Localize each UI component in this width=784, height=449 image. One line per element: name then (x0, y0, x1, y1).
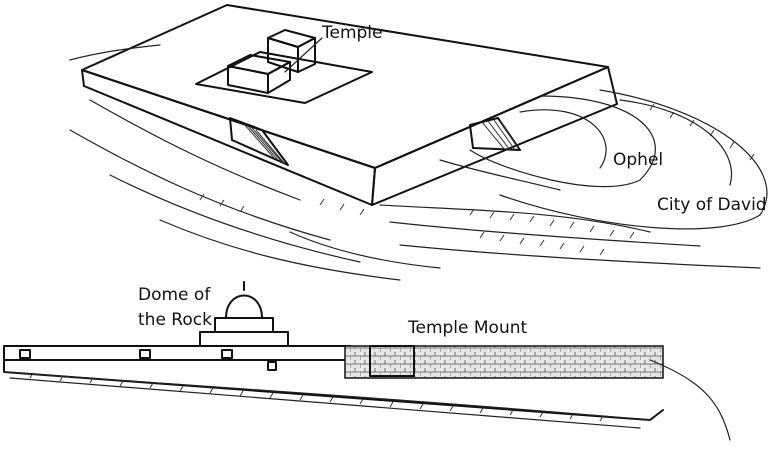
left-stairway (229, 117, 289, 166)
right-stairway (469, 117, 521, 151)
hill-contours (69, 44, 768, 281)
stone-wall (344, 345, 664, 379)
temple-mount-section (3, 345, 731, 441)
temple-mount-label: Temple Mount (407, 318, 528, 338)
platform-right-wall (371, 66, 618, 206)
temple-court (195, 51, 373, 104)
ophel-label: Ophel (613, 150, 663, 170)
temple-building (227, 29, 316, 94)
city-of-david-label: City of David (657, 195, 767, 215)
temple-label: Temple (321, 23, 383, 43)
dome-label-line2: the Rock (138, 310, 212, 330)
temple-leader-line (284, 37, 323, 73)
dome-label-line1: Dome of (138, 285, 211, 305)
dome-of-the-rock (199, 281, 289, 347)
